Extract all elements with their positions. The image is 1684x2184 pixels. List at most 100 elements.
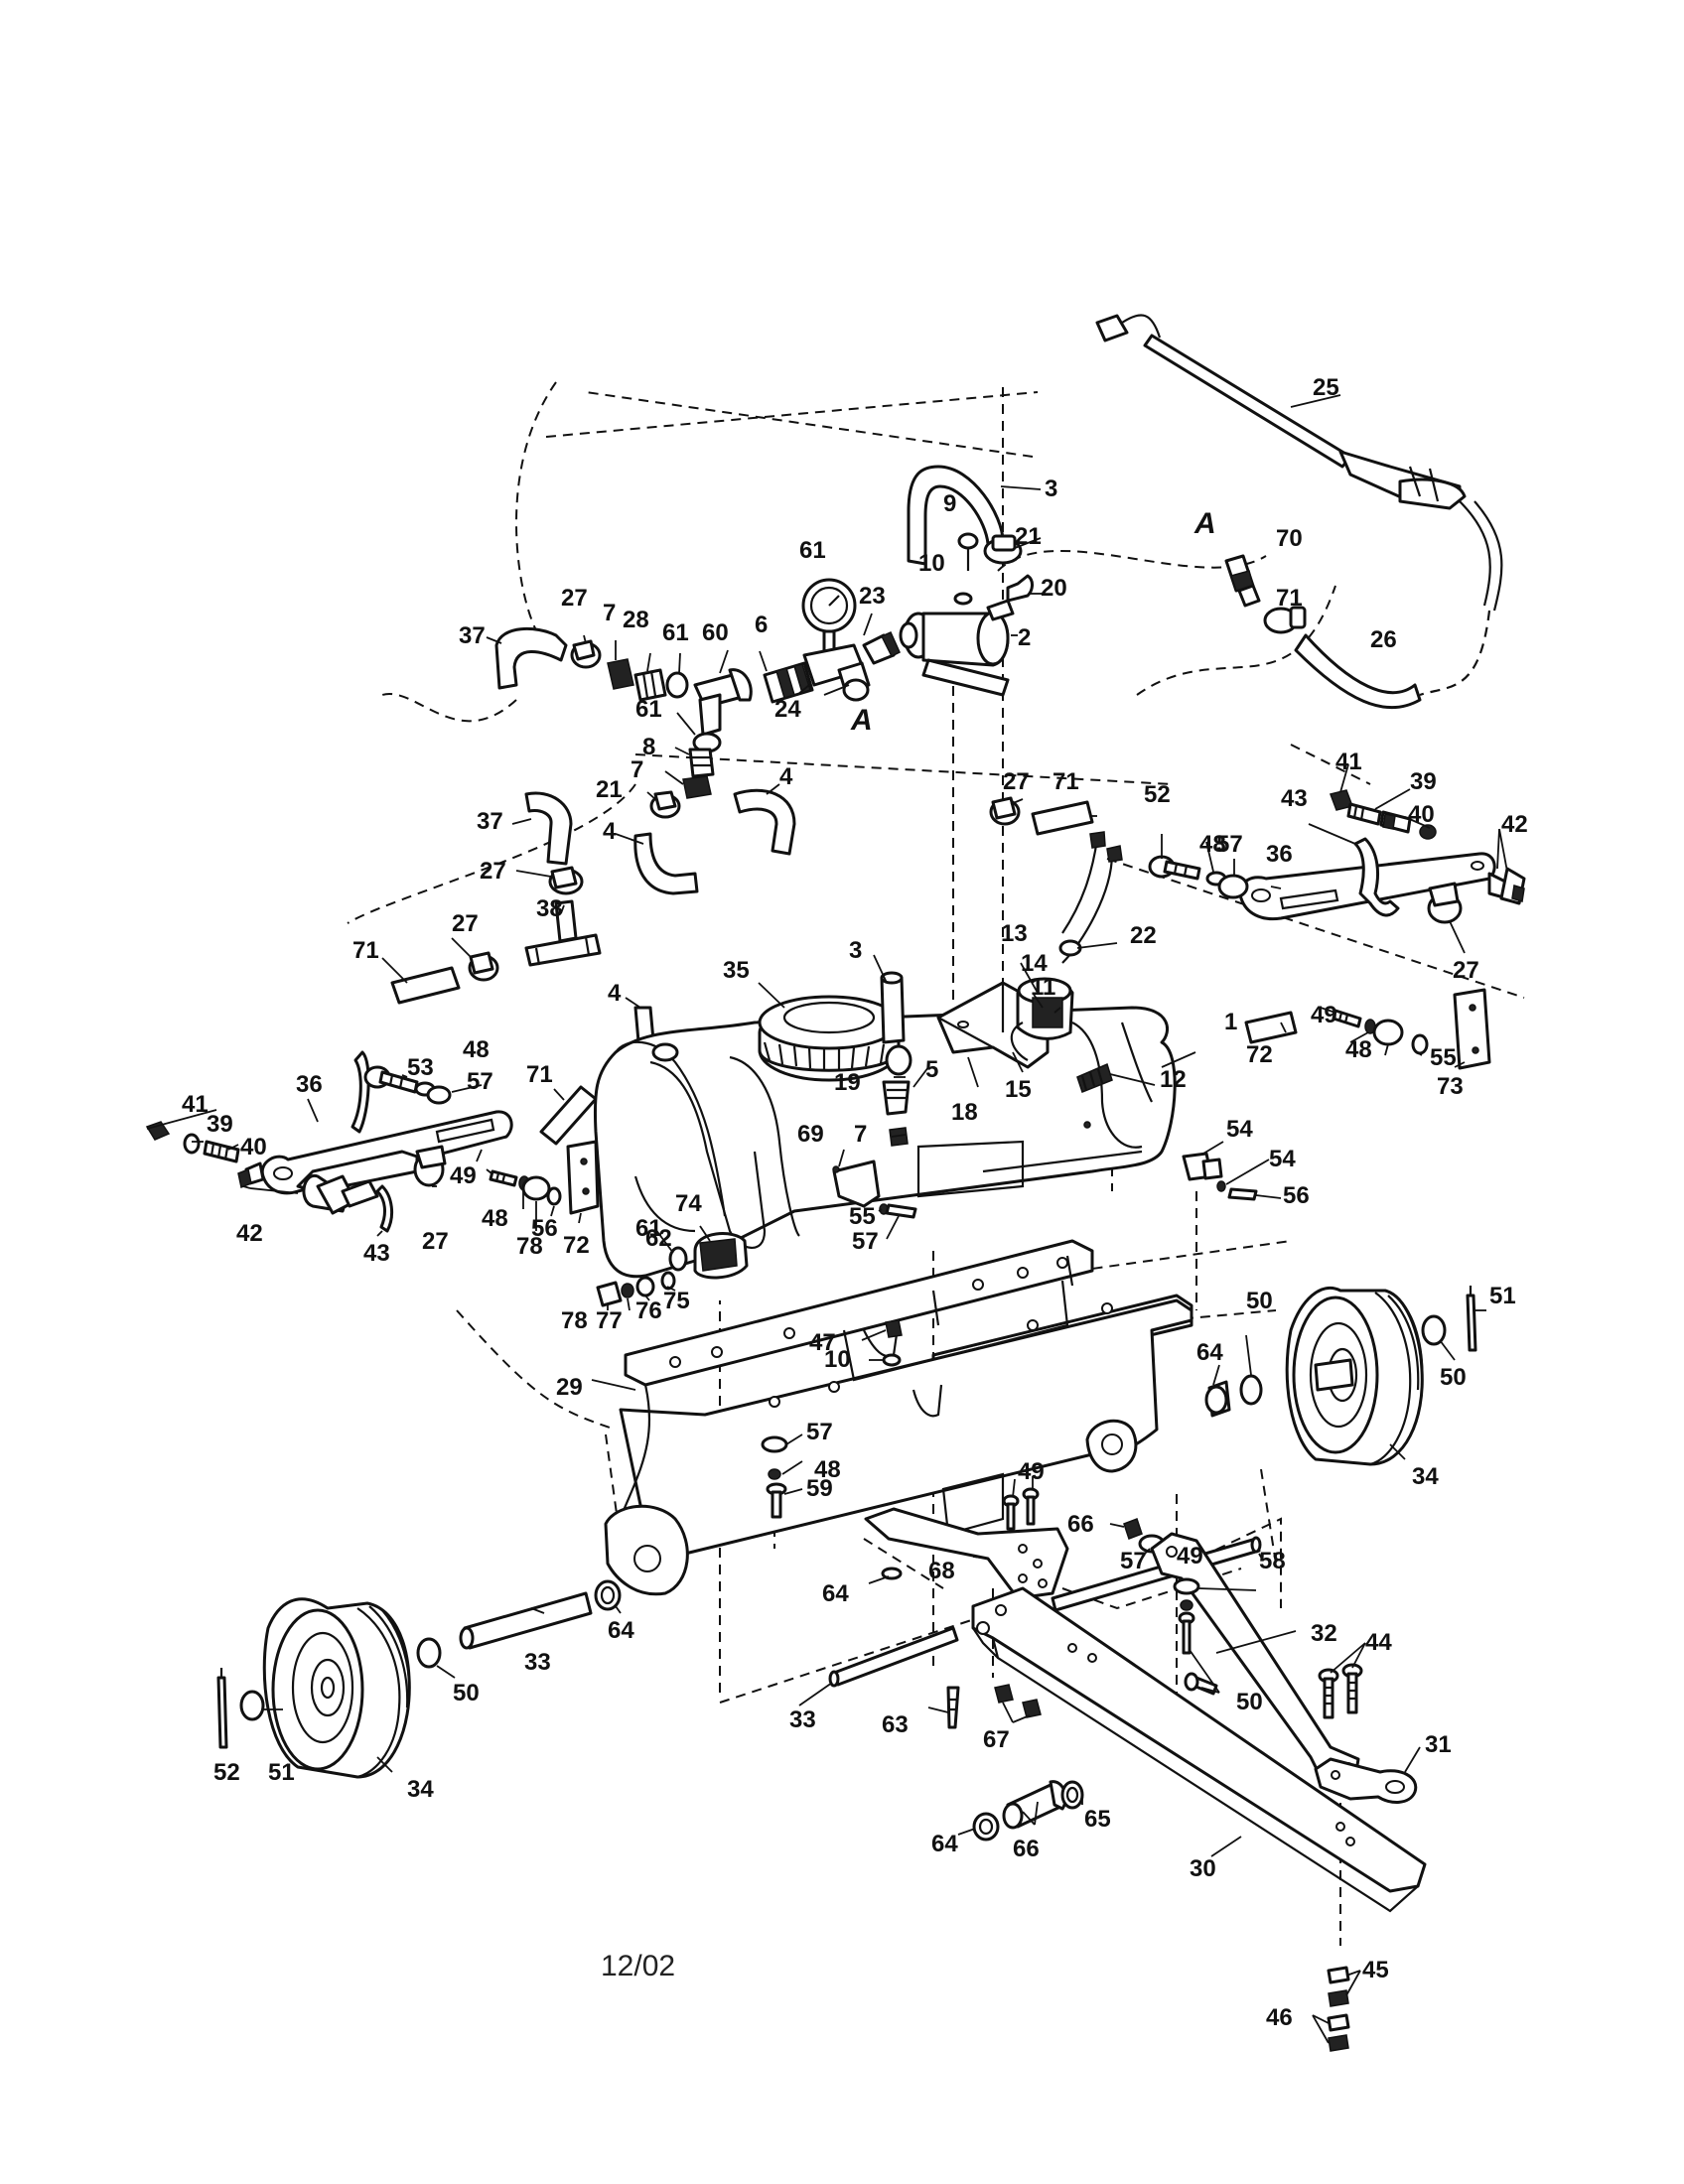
bolts-44 bbox=[1318, 1663, 1363, 1719]
hose-3-lower-end bbox=[880, 971, 904, 985]
callout-label: 42 bbox=[236, 1220, 263, 1247]
pin-dot bbox=[1083, 1121, 1091, 1129]
callout-label: 39 bbox=[1410, 768, 1437, 795]
bolt-52-left bbox=[363, 1065, 419, 1094]
sensor-19 bbox=[882, 1044, 912, 1147]
callout-label: 41 bbox=[182, 1091, 209, 1118]
callout-label: 66 bbox=[1067, 1511, 1094, 1538]
callout-label: 71 bbox=[1276, 585, 1303, 612]
callout-label: 43 bbox=[1281, 785, 1308, 812]
washer-78-left bbox=[521, 1175, 551, 1201]
clamp-27-right bbox=[1427, 882, 1463, 924]
callout-label: 21 bbox=[1015, 523, 1042, 550]
washer-74 bbox=[660, 1271, 676, 1291]
callout-label: 72 bbox=[563, 1232, 590, 1259]
callout-label: 50 bbox=[1440, 1364, 1467, 1391]
tee-fitting-24 bbox=[802, 643, 871, 702]
bushing-64-lower-left bbox=[972, 1812, 1000, 1842]
tee-59 bbox=[693, 668, 753, 737]
tongue-30 bbox=[971, 1586, 1427, 1913]
clamp-27-top bbox=[570, 639, 602, 669]
callout-label: 33 bbox=[789, 1706, 816, 1733]
washer-50-left-outer bbox=[239, 1690, 265, 1721]
callout-label: 57 bbox=[852, 1228, 879, 1255]
callout-label: 8 bbox=[642, 734, 655, 760]
callout-label: 58 bbox=[1259, 1548, 1286, 1574]
nut-7-top bbox=[607, 658, 634, 690]
hose-37-top bbox=[494, 626, 568, 690]
spacer-55-left bbox=[546, 1186, 562, 1206]
callout-label: 7 bbox=[854, 1121, 867, 1148]
leader-lines bbox=[146, 394, 1508, 2044]
bushing-64-right bbox=[1204, 1380, 1231, 1418]
callout-label: 40 bbox=[240, 1134, 267, 1160]
callout-label: 63 bbox=[882, 1711, 909, 1738]
callout-label: 77 bbox=[596, 1307, 623, 1334]
callout-label: 57 bbox=[1120, 1548, 1147, 1574]
wheel-right bbox=[1285, 1286, 1424, 1466]
bushing-64-left bbox=[594, 1579, 622, 1611]
clip-68 bbox=[832, 1160, 881, 1208]
callout-label: 73 bbox=[1437, 1073, 1464, 1100]
callout-label: 53 bbox=[407, 1054, 434, 1081]
callout-label: 72 bbox=[1246, 1041, 1273, 1068]
callout-label: 7 bbox=[603, 600, 616, 626]
callout-label: 71 bbox=[352, 937, 379, 964]
clamp-21-mid bbox=[649, 790, 681, 819]
callout-label: 67 bbox=[983, 1726, 1010, 1753]
callout-label: 36 bbox=[296, 1071, 323, 1098]
callout-label: 10 bbox=[918, 550, 945, 577]
bolt-49-left bbox=[489, 1169, 518, 1187]
washer-10-frame bbox=[882, 1353, 902, 1367]
washer-46-a bbox=[1327, 2013, 1350, 2032]
clamp-27-left-lower bbox=[413, 1145, 447, 1187]
washer-40-right bbox=[1419, 824, 1437, 840]
callout-label: 46 bbox=[1266, 2004, 1293, 2031]
spray-wand bbox=[1095, 314, 1467, 510]
callout-label: 49 bbox=[1177, 1543, 1203, 1570]
nozzle-lower-left bbox=[316, 1174, 379, 1215]
callout-label: 64 bbox=[931, 1831, 958, 1857]
callout-label: 60 bbox=[702, 619, 729, 646]
fitting-23 bbox=[862, 631, 901, 665]
callout-labels: 1 2 3 3 4 4 4 5 6 7 7 7 8 9 10 10 11 12 … bbox=[182, 374, 1528, 2031]
callout-label: 22 bbox=[1130, 922, 1157, 949]
washer-78-right bbox=[1372, 1019, 1404, 1046]
bolt-58 bbox=[766, 1482, 787, 1519]
spacer-55-right bbox=[1411, 1033, 1429, 1055]
callout-label: 4 bbox=[779, 763, 793, 790]
callout-label: 27 bbox=[1003, 768, 1030, 795]
callout-label: 27 bbox=[452, 910, 479, 937]
callout-label: 64 bbox=[1196, 1339, 1223, 1366]
callout-label: 61 bbox=[662, 619, 689, 646]
callout-label: 14 bbox=[1021, 950, 1048, 977]
callout-label: 34 bbox=[407, 1776, 434, 1803]
elbow-20 bbox=[986, 574, 1034, 621]
callout-label: 13 bbox=[1001, 920, 1028, 947]
callout-label: 27 bbox=[480, 858, 506, 885]
callout-label: 68 bbox=[928, 1558, 955, 1584]
strap-43-left-lower bbox=[375, 1184, 394, 1233]
washer-48-hitch bbox=[1180, 1599, 1193, 1611]
pin-51-left bbox=[216, 1668, 228, 1749]
callout-label: 70 bbox=[1276, 525, 1303, 552]
washer-10-upper bbox=[953, 592, 973, 606]
callout-label: 62 bbox=[645, 1225, 672, 1252]
drain-valve-73 bbox=[668, 1232, 749, 1280]
nut-45-b bbox=[1328, 1989, 1349, 2007]
callout-label: 12 bbox=[1160, 1066, 1187, 1093]
callout-label: 36 bbox=[1266, 841, 1293, 868]
pin-51-right bbox=[1466, 1286, 1477, 1352]
screw-56-left bbox=[879, 1203, 917, 1219]
pump bbox=[899, 611, 1010, 697]
callout-label: 50 bbox=[1236, 1689, 1263, 1715]
oring-61-top bbox=[665, 671, 689, 699]
nut-66-lower-b bbox=[1022, 1699, 1042, 1718]
callout-label: 3 bbox=[849, 937, 862, 964]
callout-label: 31 bbox=[1425, 1731, 1452, 1758]
bushing-64-lower-right bbox=[1060, 1780, 1084, 1810]
axle-33-center bbox=[832, 1626, 959, 1687]
callout-label: 4 bbox=[608, 980, 622, 1007]
hose-4-left bbox=[633, 832, 699, 895]
